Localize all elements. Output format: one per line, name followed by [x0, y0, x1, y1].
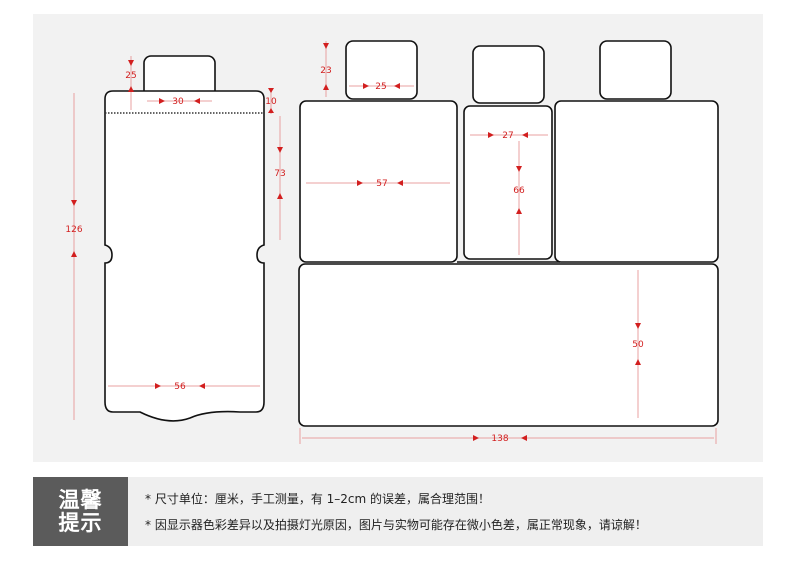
dim-left-total-height: 126	[65, 225, 82, 235]
arrow-down	[268, 88, 274, 93]
arrow-right	[159, 98, 165, 104]
arrow-down	[635, 323, 641, 329]
arrow-down	[71, 200, 77, 206]
arrow-right	[473, 435, 479, 441]
arrow-left	[522, 132, 528, 138]
dim-headrest-height: 23	[320, 66, 331, 76]
dim-center-panel-height: 66	[513, 186, 525, 196]
left-seat-outline	[104, 90, 265, 422]
tips-label-line-2: 提示	[58, 510, 103, 535]
tips-label-line-1: 温馨	[58, 487, 103, 512]
arrow-left	[194, 98, 200, 104]
arrow-up	[268, 108, 274, 113]
back-panel-center-outline	[463, 105, 553, 260]
arrow-right	[363, 83, 369, 89]
arrow-right	[488, 132, 494, 138]
arrow-down	[516, 166, 522, 172]
bench-cushion-outline	[298, 263, 719, 427]
dim-back-panel-width: 57	[376, 179, 387, 189]
dim-center-panel-width: 27	[502, 131, 513, 141]
arrow-left	[394, 83, 400, 89]
middle-headrest-outline	[472, 45, 545, 104]
arrow-up	[323, 84, 329, 90]
arrow-left	[521, 435, 527, 441]
dim-bench-depth: 50	[632, 340, 644, 350]
dim-left-headrest-width: 30	[172, 97, 184, 107]
dim-headrest-width: 25	[375, 82, 386, 92]
arrow-up	[277, 193, 283, 199]
arrow-up	[71, 251, 77, 257]
dim-left-upper-height: 73	[274, 169, 285, 179]
arrow-right	[357, 180, 363, 186]
arrow-down	[323, 43, 329, 49]
back-panel-right-outline	[554, 100, 719, 263]
tips-label: 温馨 提示	[33, 477, 128, 546]
arrow-up	[516, 208, 522, 214]
arrow-left	[199, 383, 205, 389]
dim-left-width: 56	[174, 382, 186, 392]
arrow-left	[397, 180, 403, 186]
tips-box: 温馨 提示 * 尺寸单位：厘米，手工测量，有 1–2cm 的误差，属合理范围！ …	[33, 477, 763, 546]
arrow-right	[155, 383, 161, 389]
tip-measurement-note: * 尺寸单位：厘米，手工测量，有 1–2cm 的误差，属合理范围！	[145, 492, 491, 506]
arrow-up	[128, 86, 134, 92]
back-panel-left-outline	[299, 100, 458, 263]
far-headrest-outline	[599, 40, 672, 100]
tip-color-note: * 因显示器色彩差异以及拍摄灯光原因，图片与实物可能存在微小色差，属正常现象，请…	[145, 518, 647, 532]
dim-left-headrest-height: 25	[125, 71, 136, 81]
arrow-down	[128, 60, 134, 66]
arrow-up	[635, 359, 641, 365]
dim-total-width: 138	[491, 434, 508, 444]
dim-left-top-gap: 10	[265, 97, 277, 107]
arrow-down	[277, 147, 283, 153]
